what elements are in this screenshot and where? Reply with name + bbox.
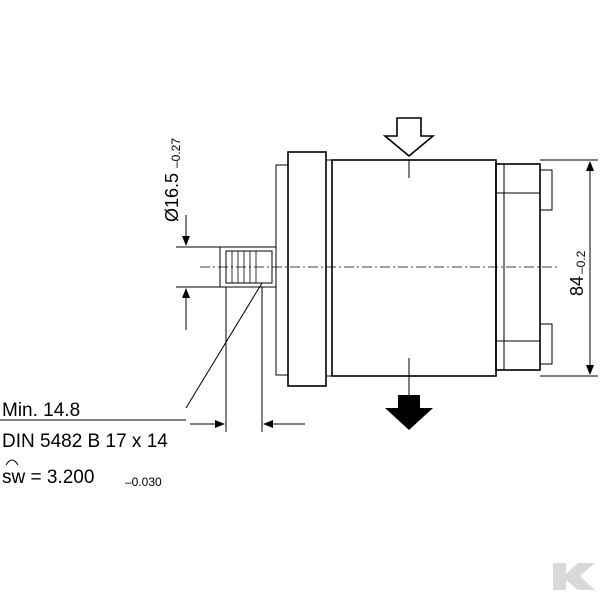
diameter-tolerance: –0.27: [169, 138, 183, 168]
sw-text: sw = 3.200: [2, 467, 94, 488]
pump-body: [331, 159, 497, 377]
splined-shaft: [219, 246, 277, 288]
height-tolerance: –0.2: [574, 250, 588, 274]
min-length-text: Min. 14.8: [2, 400, 80, 421]
shaft-diameter-dimension: Ø16.5 –0.27: [162, 138, 226, 330]
height-dimension: 84 –0.2: [540, 159, 598, 377]
height-label: 84: [567, 276, 587, 296]
diameter-label: Ø16.5: [162, 173, 182, 222]
din-spec-text: DIN 5482 B 17 x 14: [2, 431, 168, 452]
outlet-arrow-icon: [385, 376, 433, 430]
sw-tolerance-text: –0.030: [125, 475, 162, 489]
spec-leader: [185, 282, 263, 409]
arc-mark-icon: [5, 459, 19, 466]
inlet-arrow-icon: [382, 117, 436, 158]
brand-logo: [553, 563, 595, 590]
flange: [275, 151, 332, 387]
min-length-dimension: [190, 287, 305, 432]
